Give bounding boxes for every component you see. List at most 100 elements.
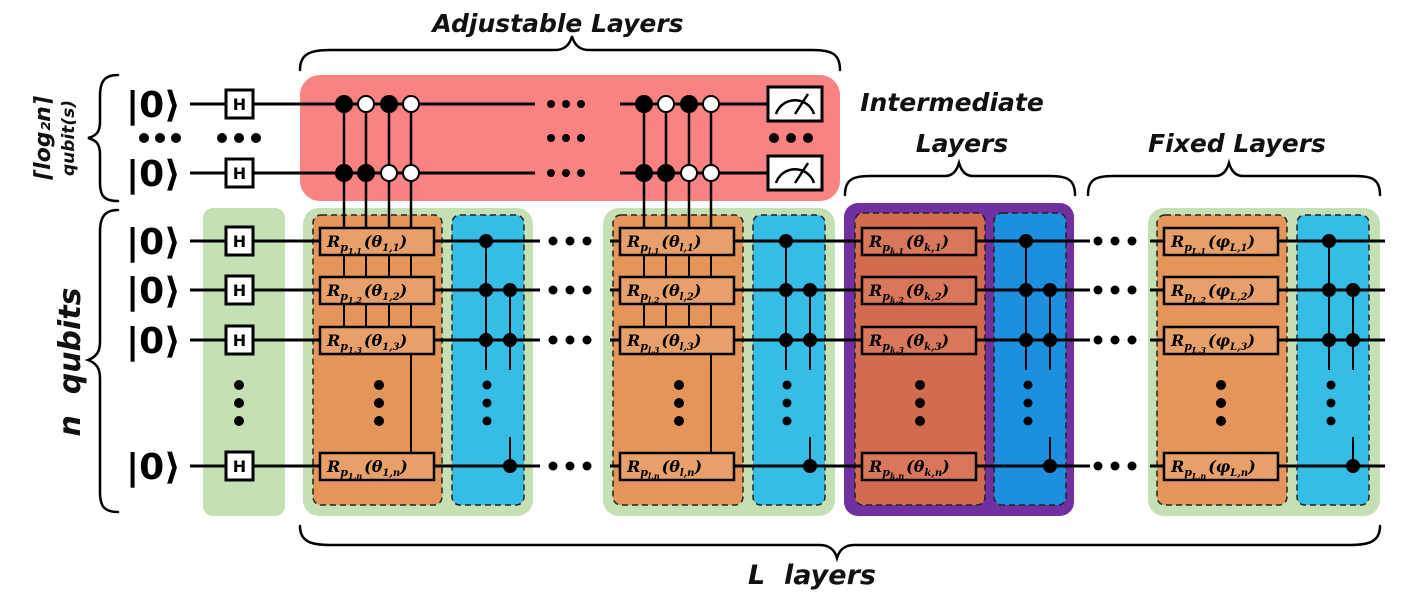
ellipsis-dot-hctrl-0: [217, 133, 227, 143]
hadamard-layer-region: [203, 208, 285, 516]
entangle-k-ctrl-0: [1019, 234, 1033, 248]
measurement-meter-1-box: [766, 85, 824, 123]
ellipsis-dot-fix-q3-0: [1093, 335, 1103, 345]
rotation-fixed-gate-box-1: [1162, 275, 1280, 306]
entangle-fixed-ctrl-0: [1322, 234, 1336, 248]
hadamard-gate-box: [224, 324, 255, 356]
ellipsis-dot-hctrl-2: [251, 133, 261, 143]
log-qubits-label-line1: ⌈log₂n⌉: [31, 95, 56, 180]
measurement-meter-2-needle: [793, 162, 810, 184]
rotation-1-gate-box-3: [318, 451, 436, 482]
ellipsis-dot-rk-0: [915, 380, 925, 390]
entangle-1-ctrl-2: [503, 283, 517, 297]
layers-brace: [298, 524, 1382, 563]
hadamard-gate-label: H: [233, 164, 246, 183]
ellipsis-dot-e1-2: [482, 416, 492, 426]
entangle-1-ctrl-4: [479, 333, 493, 347]
ellipsis-dot-fix-qn-1: [1110, 461, 1120, 471]
hadamard-gate-box: [224, 157, 255, 189]
rotation-l-gate-label-0: Rpl,1(θl,1): [626, 232, 701, 256]
control-column-l-2-ctrl-bottom: [680, 164, 698, 182]
rotation-1-gate-box-1: [318, 275, 436, 306]
entangle-l-ctrl-4: [779, 333, 793, 347]
ellipsis-dot-r1-0: [374, 380, 384, 390]
ellipsis-dot-ctrl1-0: [547, 100, 555, 108]
log-qubits-label-line2: qubit(s): [59, 100, 79, 176]
ket-control-2: |0⟩: [126, 154, 181, 195]
braces: [84, 35, 1382, 563]
control-column-l-3-ctrl-top: [702, 95, 720, 113]
ellipsis-dot-rk-2: [915, 416, 925, 426]
entangle-fixed-ctrl-4: [1322, 333, 1336, 347]
control-column-1-1-ctrl-top: [357, 95, 375, 113]
ellipsis-dot-ek-0: [1023, 380, 1033, 390]
ellipsis-dot-h-0: [234, 380, 244, 390]
ellipsis-dot-adj-qn-0: [548, 461, 558, 471]
control-column-1-2-ctrl-bottom: [380, 164, 398, 182]
rotation-fixed-gate-box-0: [1162, 226, 1280, 257]
entangle-k-ctrl-3: [1043, 333, 1057, 347]
ellipsis-dot-h-1: [234, 398, 244, 408]
measurement-meter-1-arc: [774, 99, 816, 115]
entangle-l-ctrl-0: [779, 234, 793, 248]
control-column-l-2-ctrl-top: [680, 95, 698, 113]
control-column-1-0-ctrl-top: [335, 95, 353, 113]
rotation-l-gate-label-3: Rpl,n(θl,n): [626, 457, 702, 481]
initial-states: |0⟩ |0⟩ |0⟩ |0⟩ |0⟩ |0⟩: [126, 85, 181, 488]
ellipsis-dot-fix-q1-0: [1093, 236, 1103, 246]
entangle-l-ctrl-1: [779, 283, 793, 297]
ellipsis-dot-ctrl-mid-2: [577, 134, 585, 142]
measurement-meter-2-arc: [774, 168, 816, 184]
hadamard-gate-label: H: [233, 281, 246, 300]
intermediate-brace: [843, 158, 1077, 197]
rotation-fixed-gate-label-2: RpL,3(φL,3): [1170, 331, 1255, 355]
entangle-l-ctrl-5: [803, 459, 817, 473]
ellipsis-dot-adj-q1-2: [582, 236, 592, 246]
ellipsis-dot-fix-q1-1: [1110, 236, 1120, 246]
ellipsis-dot-ek-2: [1023, 416, 1033, 426]
ellipsis-dot-ek-1: [1023, 398, 1033, 408]
control-column-l-0-ctrl-top: [635, 95, 653, 113]
ellipsis-dot-meas-0: [769, 133, 779, 143]
rotation-1-gate-label-2: Rp1,3(θ1,3): [326, 331, 407, 355]
rotation-1-gate-label-0: Rp1,1(θ1,1): [326, 232, 407, 256]
rotation-k-gate-label-2: Rpk,3(θk,3): [868, 331, 949, 355]
ellipsis-dot-adj-qn-1: [565, 461, 575, 471]
ket-data-n: |0⟩: [126, 447, 181, 488]
entangle-fixed-ctrl-1: [1322, 283, 1336, 297]
ellipsis-dot-hctrl-1: [234, 133, 244, 143]
entangle-fixed-ctrl-3: [1346, 333, 1360, 347]
rotation-l-gate-label-2: Rpl,3(θl,3): [626, 331, 701, 355]
measurement-meter-2-box: [766, 154, 824, 192]
rotation-k-gate-label-0: Rpk,1(θk,1): [868, 232, 949, 256]
rotation-l-gate-label-1: Rpl,2(θl,2): [626, 281, 701, 305]
ellipsis-dot-ctrl-mid-1: [562, 134, 570, 142]
rotation-fixed-gate-box-3: [1162, 451, 1280, 482]
ellipsis-dot-ket-2: [171, 133, 181, 143]
intermediate-label-line2: Layers: [916, 129, 1009, 158]
hadamard-gate-label: H: [233, 232, 246, 251]
rotation-l-gate-box-2: [618, 325, 736, 356]
n-qubits-brace: [84, 208, 120, 514]
ellipsis-dot-rk-1: [915, 398, 925, 408]
ellipsis-dot-fix-q1-2: [1127, 236, 1137, 246]
circuit-elements: HHHHHHRp1,1(θ1,1)Rp1,2(θ1,2)Rp1,3(θ1,3)R…: [139, 85, 1360, 482]
hadamard-gate-box: [224, 450, 255, 482]
rotation-fixed-gate-label-0: RpL,1(φL,1): [1170, 232, 1255, 256]
entangle-k-ctrl-5: [1043, 459, 1057, 473]
rotation-l-gate-box-1: [618, 275, 736, 306]
ellipsis-dot-fix-q3-1: [1110, 335, 1120, 345]
ellipsis-dot-fix-qn-2: [1127, 461, 1137, 471]
control-column-1-2-ctrl-top: [380, 95, 398, 113]
entangle-1-ctrl-0: [479, 234, 493, 248]
ellipsis-dot-rf-1: [1216, 398, 1226, 408]
ellipsis-dot-rl-1: [674, 398, 684, 408]
ellipsis-dot-el-0: [782, 380, 792, 390]
entangle-fixed-ctrl-5: [1346, 459, 1360, 473]
control-column-1-3-ctrl-top: [402, 95, 420, 113]
entangle-l-ctrl-2: [803, 283, 817, 297]
ellipsis-dot-ket-1: [155, 133, 165, 143]
hadamard-gate-box: [224, 274, 255, 306]
ellipsis-dot-adj-q2-0: [548, 285, 558, 295]
